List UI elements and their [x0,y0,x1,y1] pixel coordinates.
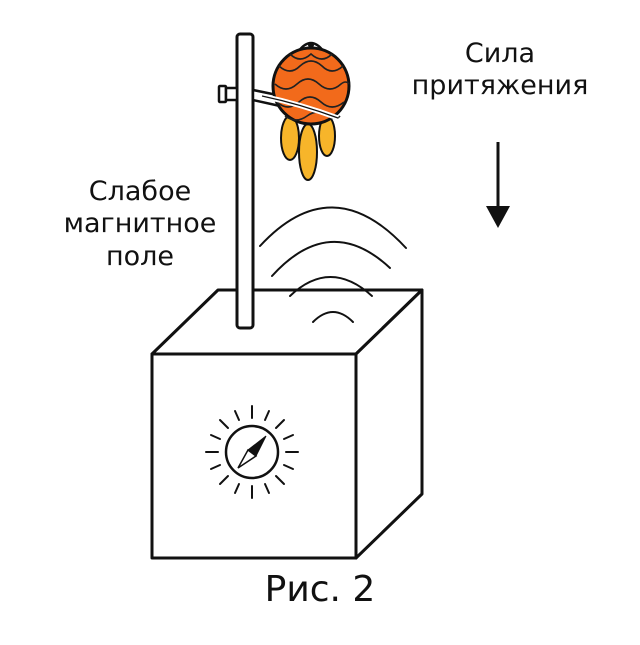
field-wave-1 [312,311,354,323]
compass-needle-south [237,448,258,469]
arrow-down-icon [486,142,510,228]
compass-ticks [205,405,299,499]
gravity-label: Сила притяжения [390,38,610,103]
box [150,288,424,560]
field-wave-3 [271,240,391,277]
weak-field-label-line-1: Слабое [88,176,192,207]
weak-field-label-line-3: поле [105,240,175,272]
gravity-label-line-2: притяжения [411,70,589,102]
weak-field-label: Слабое магнитное поле [40,176,240,273]
tassel-middle [298,123,318,181]
clamp-block [224,86,239,102]
field-wave-2 [289,276,373,297]
field-waves [259,206,407,323]
field-wave-4 [259,206,407,249]
stand-rod [235,32,255,330]
hanging-ball [261,41,351,181]
ball-net [274,52,350,121]
compass-icon [205,405,299,499]
gravity-label-line-1: Сила [464,38,536,69]
figure-caption: Рис. 2 [264,569,376,610]
weak-field-label-line-2: магнитное [63,208,217,240]
